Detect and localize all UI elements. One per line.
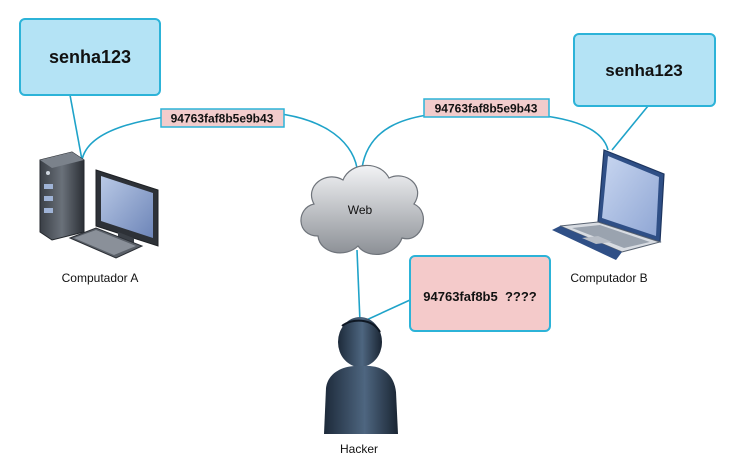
callout-hacker: 94763faf8b5 ???? (409, 255, 551, 332)
hash-label-web-to-b: 94763faf8b5e9b43 (423, 98, 550, 118)
link-web-to-b (361, 111, 609, 169)
hash-label-a-to-web: 94763faf8b5e9b43 (160, 108, 285, 128)
callout-computer-a: senha123 (19, 18, 161, 96)
cloud-label: Web (348, 203, 373, 217)
link-callout-b (611, 105, 649, 151)
person-silhouette-icon (324, 317, 398, 434)
callout-hacker-text: 94763faf8b5 ???? (423, 289, 536, 304)
computer-a-label: Computador A (62, 271, 139, 285)
desktop-pc-icon (39, 151, 159, 259)
cloud-icon: Web (300, 164, 424, 255)
laptop-icon (552, 149, 665, 260)
callout-computer-a-text: senha123 (49, 47, 131, 67)
link-callout-a (69, 94, 83, 161)
link-web-to-hacker (356, 249, 361, 323)
hash-label-web-to-b-text: 94763faf8b5e9b43 (435, 102, 538, 116)
computer-b-label: Computador B (570, 271, 647, 285)
callout-computer-b-text: senha123 (605, 61, 683, 80)
link-callout-hacker (361, 299, 411, 323)
hacker-label: Hacker (340, 442, 378, 456)
hash-label-a-to-web-text: 94763faf8b5e9b43 (171, 112, 274, 126)
callout-computer-b: senha123 (573, 33, 716, 107)
